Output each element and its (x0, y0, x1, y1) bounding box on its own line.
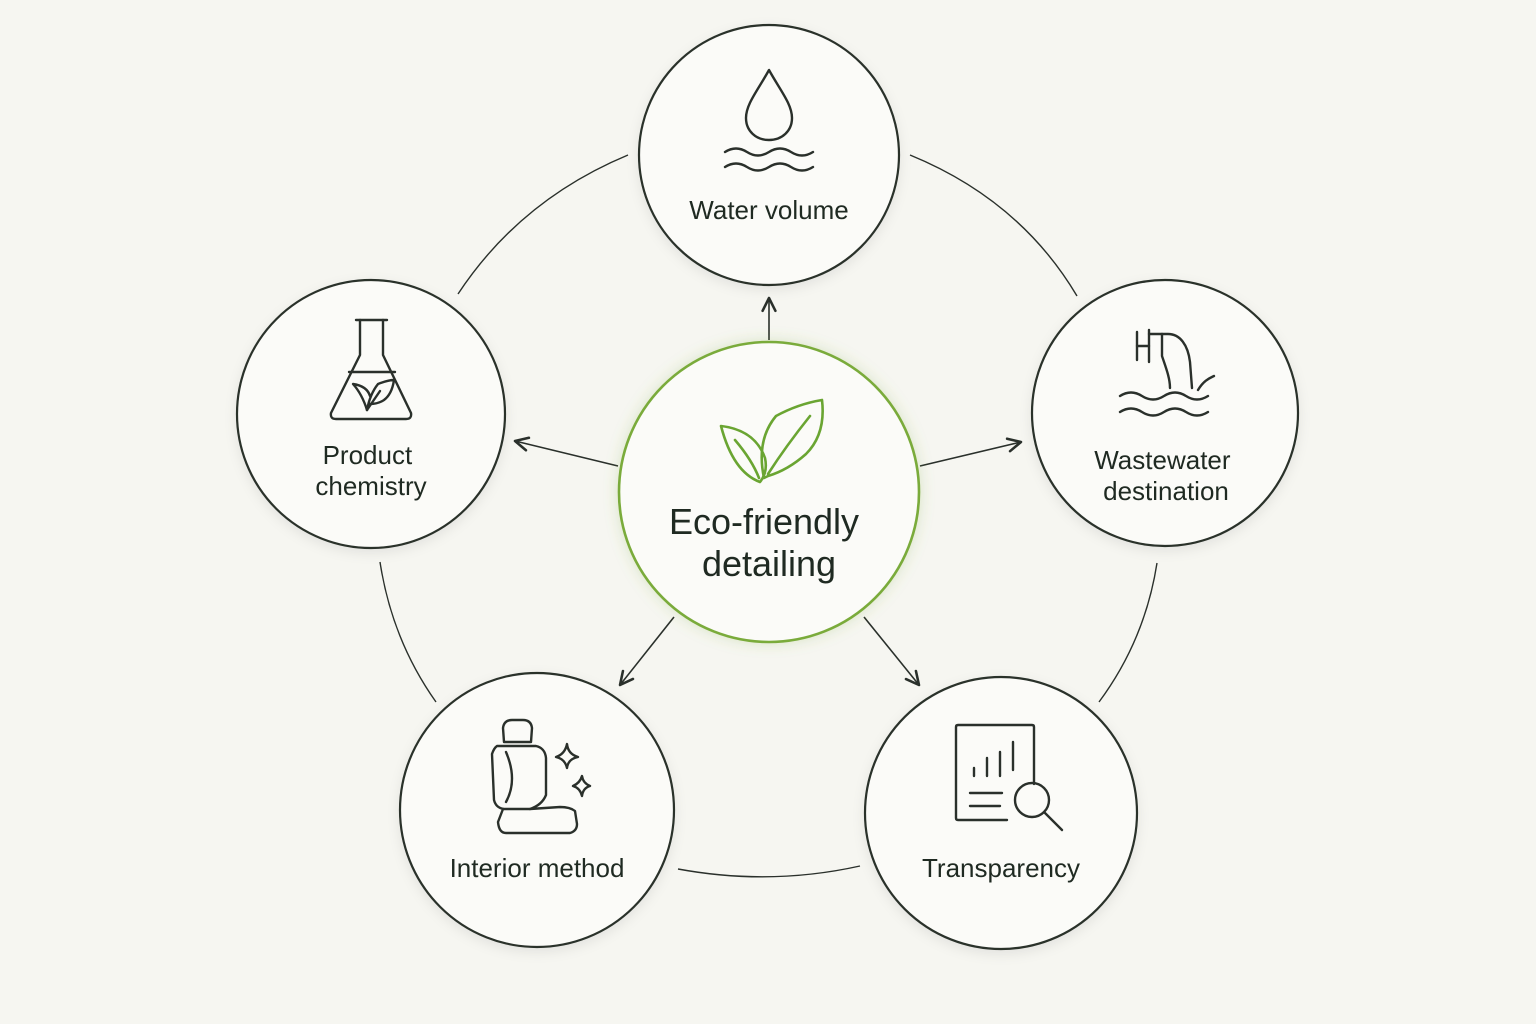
node-label-line: chemistry (315, 471, 426, 501)
node-label: Transparency (922, 853, 1080, 883)
arrow-to-wastewater-destination (919, 437, 1023, 467)
leaves-icon (719, 398, 824, 484)
node-transparency: Transparency (863, 675, 1139, 951)
drain-pipe-icon (1118, 328, 1216, 417)
center-node: Eco-friendly detailing (617, 340, 921, 644)
node-label: Product chemistry (315, 440, 426, 501)
node-label: Water volume (689, 195, 848, 225)
node-circle (863, 675, 1139, 951)
center-circle (617, 340, 921, 644)
connecting-ring (379, 154, 1158, 878)
car-seat-sparkle-icon (490, 718, 592, 835)
ring-arc-top-right (909, 154, 1078, 297)
node-wastewater-destination: Wastewater destination (1030, 278, 1300, 548)
node-label: Wastewater destination (1094, 445, 1238, 506)
ring-arc-top-left (457, 154, 629, 295)
center-label-line1: Eco-friendly (669, 501, 859, 542)
node-label-line: destination (1103, 476, 1229, 506)
center-label: Eco-friendly detailing (669, 501, 869, 584)
node-label-line: Transparency (922, 853, 1080, 883)
arrow-to-product-chemistry (513, 436, 619, 467)
report-magnifier-icon (954, 723, 1064, 832)
node-circle (637, 23, 901, 287)
center-label-line2: detailing (702, 543, 836, 584)
node-label-line: Product (323, 440, 413, 470)
arrow-to-interior-method (618, 616, 675, 687)
node-circle (235, 278, 507, 550)
node-circle (1030, 278, 1300, 548)
node-label: Interior method (450, 853, 625, 883)
water-drop-icon (723, 68, 815, 172)
node-circle (398, 671, 676, 949)
flask-leaf-icon (329, 318, 413, 421)
node-interior-method: Interior method (398, 671, 676, 949)
node-label-line: Water volume (689, 195, 848, 225)
ring-arc-left (379, 561, 437, 703)
node-product-chemistry: Product chemistry (235, 278, 507, 550)
node-water-volume: Water volume (637, 23, 901, 287)
ring-arc-bottom (677, 865, 861, 878)
arrow-to-transparency (863, 616, 921, 687)
arrows (513, 296, 1023, 687)
node-label-line: Wastewater (1094, 445, 1231, 475)
ring-arc-right (1098, 562, 1158, 703)
node-label-line: Interior method (450, 853, 625, 883)
